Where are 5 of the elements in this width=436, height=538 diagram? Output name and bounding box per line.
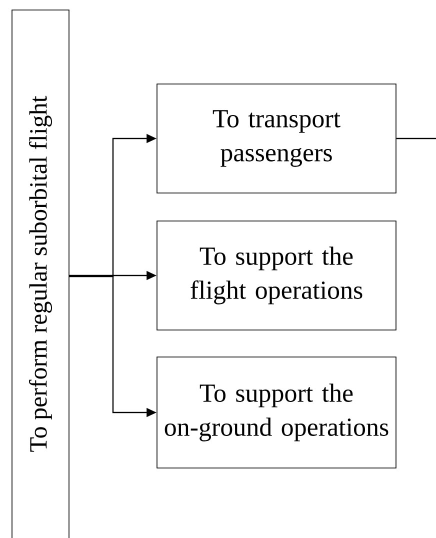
- function-box: To support the on-ground operations: [156, 356, 396, 468]
- function-box: To support the flight operations: [156, 220, 396, 330]
- connector: [69, 274, 113, 278]
- goal-bar: To perform regular suborbital flight: [12, 10, 70, 538]
- function-box: To transport passengers: [156, 84, 396, 194]
